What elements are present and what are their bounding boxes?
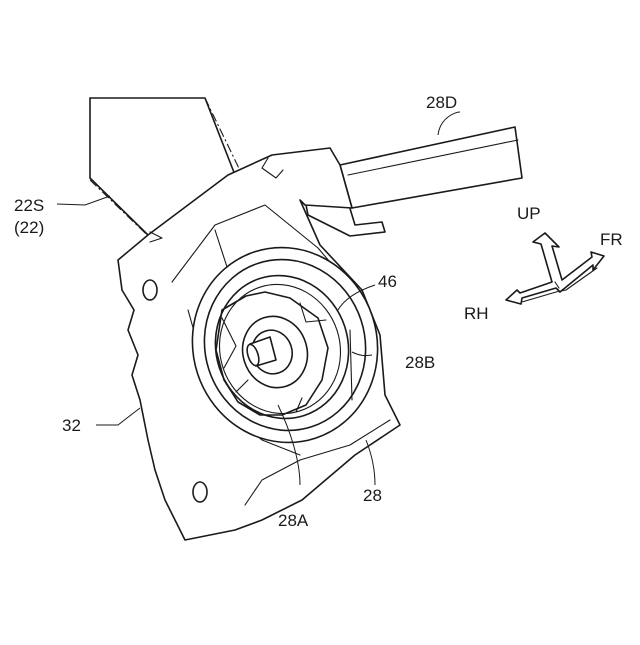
label-fr: FR bbox=[600, 230, 623, 249]
label-46: 46 bbox=[378, 272, 397, 291]
label-28d: 28D bbox=[426, 93, 457, 112]
label-rh: RH bbox=[464, 304, 489, 323]
label-32: 32 bbox=[62, 416, 81, 435]
label-22s: 22S bbox=[14, 196, 44, 215]
label-28b: 28B bbox=[405, 353, 435, 372]
label-28a: 28A bbox=[278, 511, 309, 530]
label-28: 28 bbox=[363, 486, 382, 505]
label-22: (22) bbox=[14, 218, 44, 237]
direction-indicator bbox=[506, 233, 604, 304]
label-up: UP bbox=[517, 204, 541, 223]
